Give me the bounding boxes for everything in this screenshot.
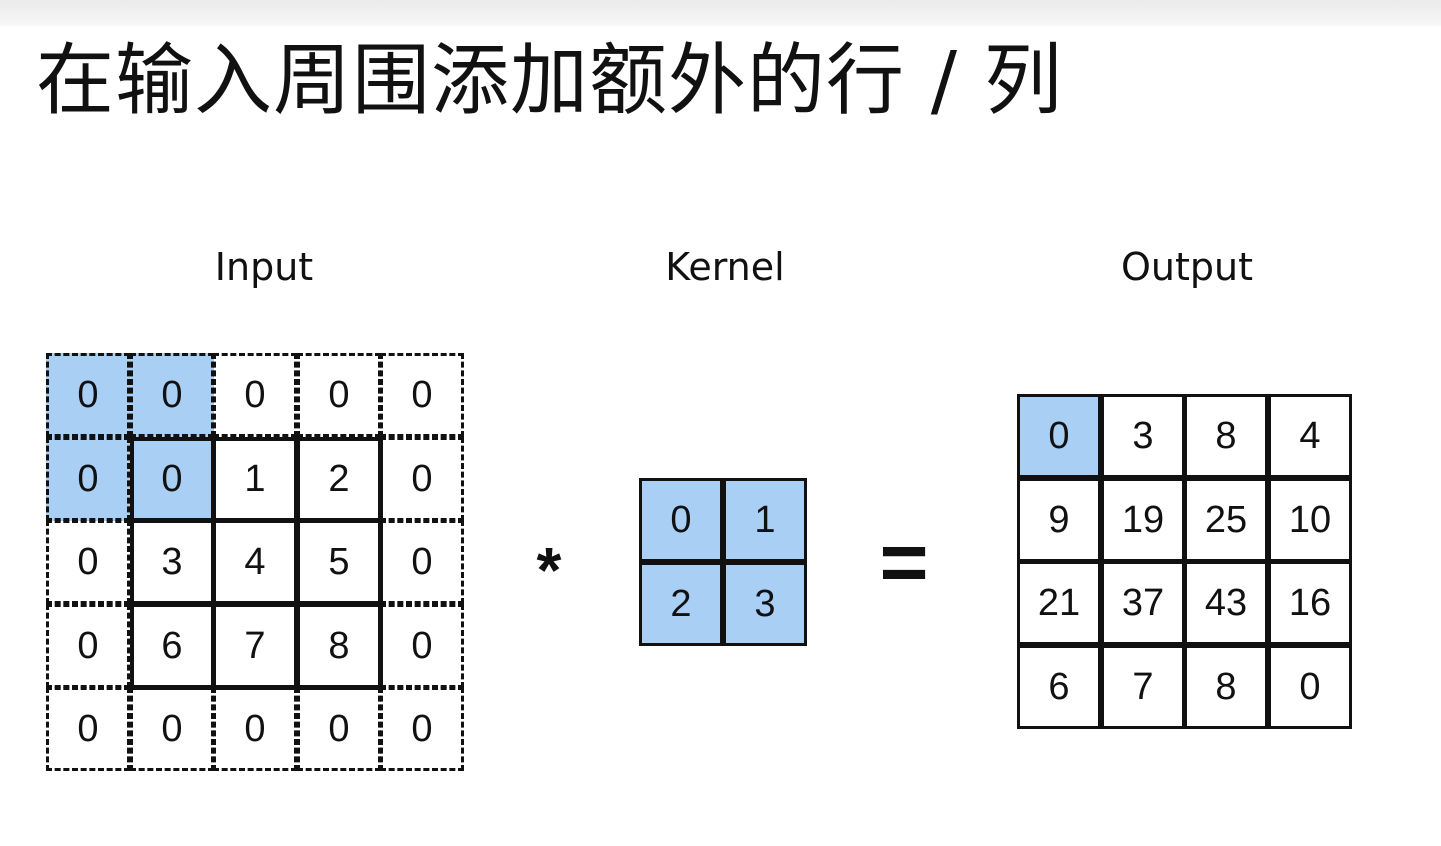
input-cell-r1-c2: 1	[213, 437, 297, 521]
output-cell-r1-c2: 25	[1184, 478, 1268, 562]
page-title: 在输入周围添加额外的行 / 列	[36, 36, 1063, 126]
input-cell-r4-c4: 0	[380, 687, 464, 771]
output-cell-r2-c3: 16	[1268, 561, 1352, 645]
kernel-cell-r0-c0: 0	[639, 478, 723, 562]
input-cell-r3-c2: 7	[213, 604, 297, 688]
output-cell-r3-c3: 0	[1268, 645, 1352, 729]
output-cell-r2-c2: 43	[1184, 561, 1268, 645]
input-cell-r1-c0: 0	[46, 437, 130, 521]
output-cell-r1-c0: 9	[1017, 478, 1101, 562]
input-cell-r0-c2: 0	[213, 353, 297, 437]
input-cell-r0-c4: 0	[380, 353, 464, 437]
input-cell-r4-c3: 0	[297, 687, 381, 771]
multiply-operator: *	[536, 534, 562, 606]
output-cell-r3-c0: 6	[1017, 645, 1101, 729]
input-cell-r0-c0: 0	[46, 353, 130, 437]
input-cell-r1-c3: 2	[297, 437, 381, 521]
input-cell-r1-c4: 0	[380, 437, 464, 521]
input-cell-r3-c1: 6	[130, 604, 214, 688]
output-cell-r0-c3: 4	[1268, 394, 1352, 478]
kernel-label: Kernel	[665, 245, 785, 289]
kernel-cell-r1-c0: 2	[639, 562, 723, 646]
kernel-cell-r0-c1: 1	[723, 478, 807, 562]
output-cell-r0-c0: 0	[1017, 394, 1101, 478]
input-cell-r3-c4: 0	[380, 604, 464, 688]
output-cell-r3-c1: 7	[1101, 645, 1185, 729]
kernel-cell-r1-c1: 3	[723, 562, 807, 646]
input-cell-r3-c3: 8	[297, 604, 381, 688]
input-cell-r0-c1: 0	[130, 353, 214, 437]
output-cell-r0-c2: 8	[1184, 394, 1268, 478]
input-cell-r4-c1: 0	[130, 687, 214, 771]
input-cell-r2-c2: 4	[213, 520, 297, 604]
input-cell-r0-c3: 0	[297, 353, 381, 437]
output-cell-r3-c2: 8	[1184, 645, 1268, 729]
input-cell-r2-c1: 3	[130, 520, 214, 604]
input-cell-r2-c4: 0	[380, 520, 464, 604]
input-cell-r1-c1: 0	[130, 437, 214, 521]
input-cell-r2-c3: 5	[297, 520, 381, 604]
input-cell-r2-c0: 0	[46, 520, 130, 604]
input-cell-r4-c0: 0	[46, 687, 130, 771]
input-label: Input	[214, 245, 314, 289]
output-cell-r1-c3: 10	[1268, 478, 1352, 562]
output-cell-r0-c1: 3	[1101, 394, 1185, 478]
output-cell-r2-c0: 21	[1017, 561, 1101, 645]
output-label: Output	[1121, 245, 1253, 289]
output-cell-r2-c1: 37	[1101, 561, 1185, 645]
input-cell-r3-c0: 0	[46, 604, 130, 688]
output-cell-r1-c1: 19	[1101, 478, 1185, 562]
window-top-bar	[0, 0, 1441, 26]
input-cell-r4-c2: 0	[213, 687, 297, 771]
equals-operator: =	[879, 515, 929, 609]
